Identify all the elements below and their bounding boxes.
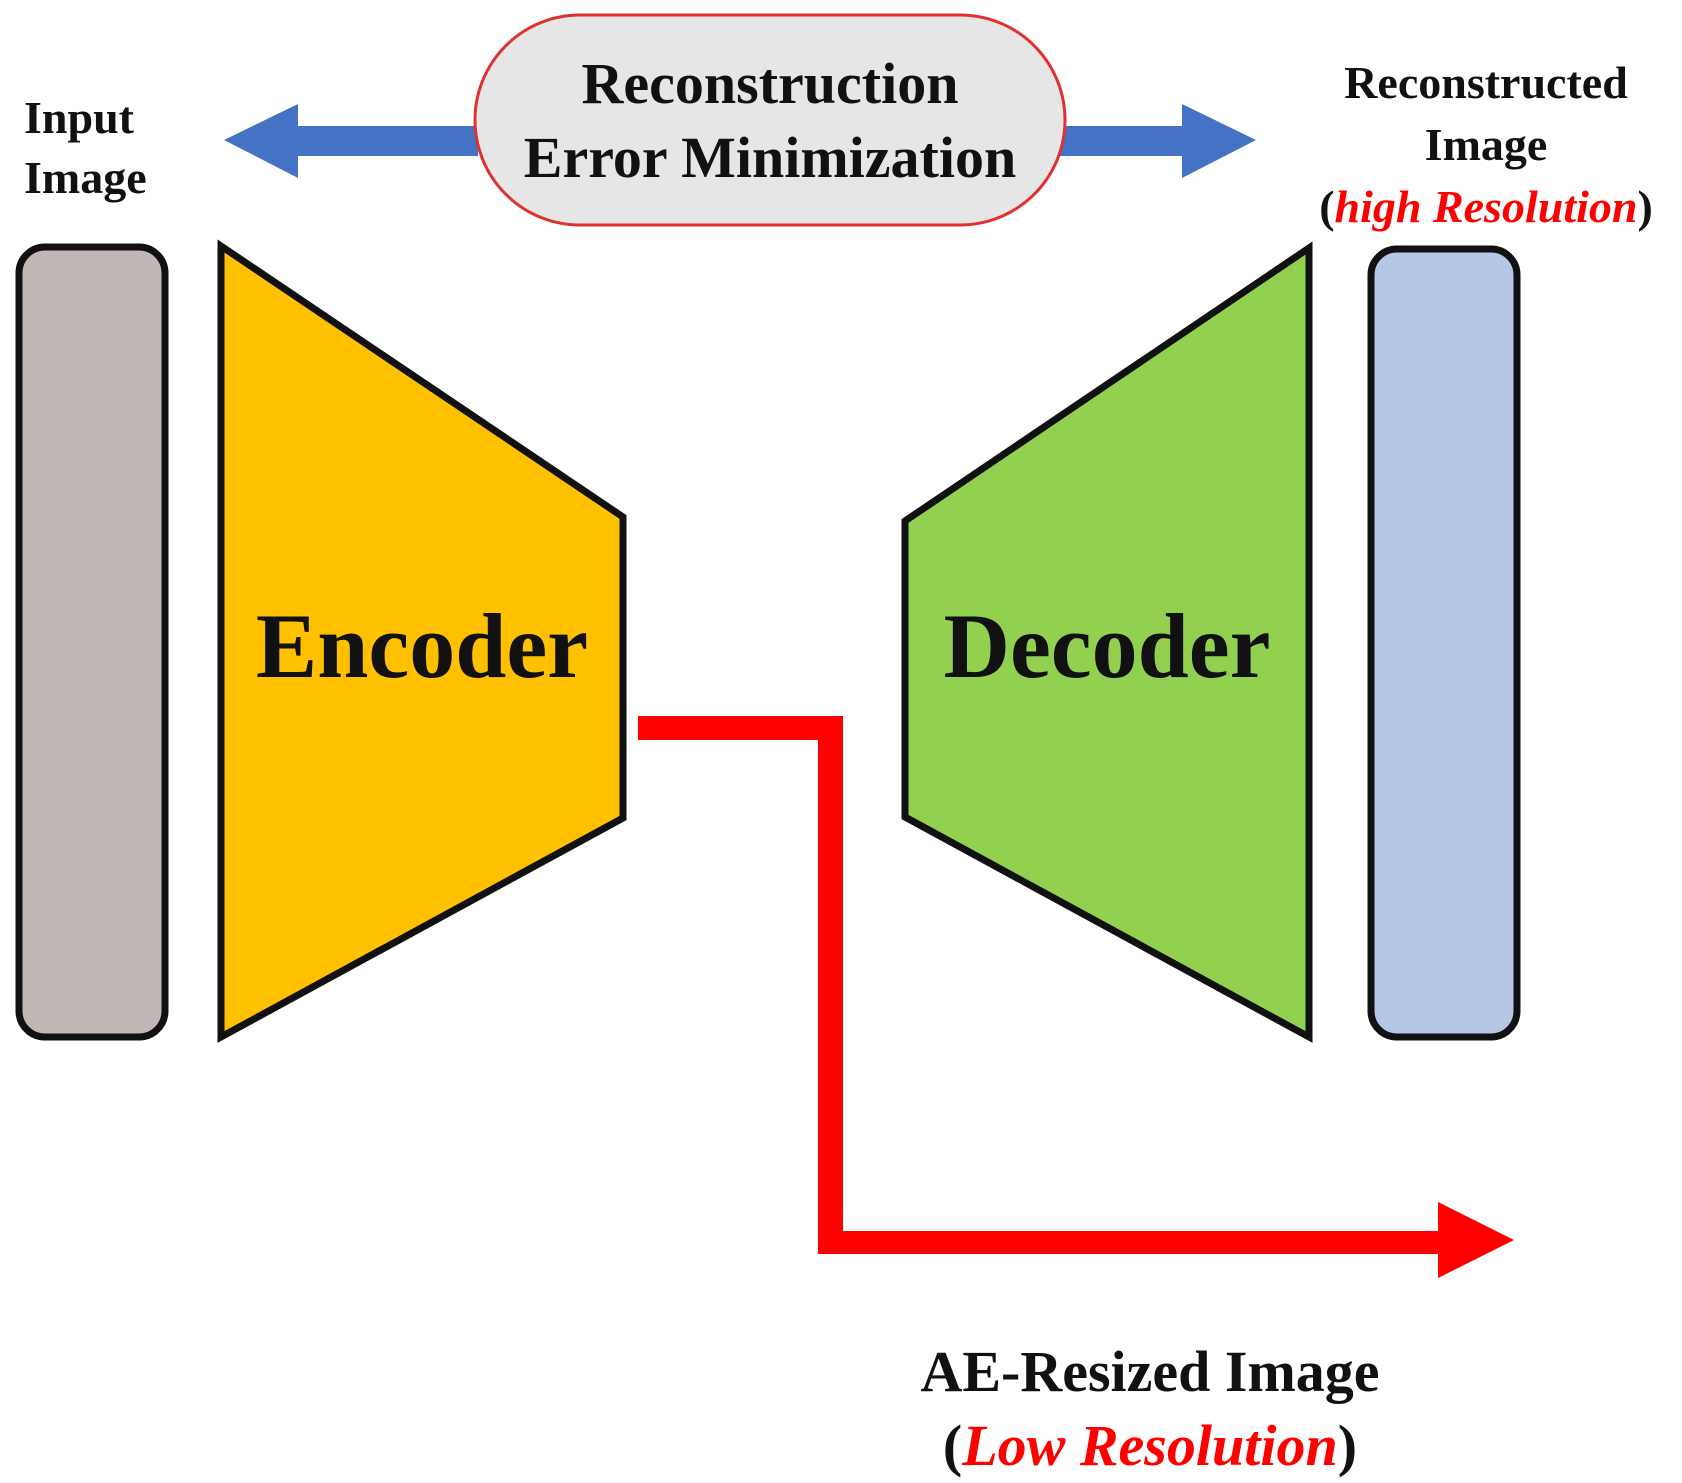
output-label-line1: AE-Resized Image — [920, 1339, 1380, 1404]
reconstruction-error-pill — [473, 13, 1067, 227]
recon-label-line2: Image — [1424, 119, 1548, 170]
input-label-line2: Image — [24, 152, 147, 203]
right-arrow-icon — [1060, 104, 1256, 178]
output-paren-open: ( — [942, 1413, 963, 1478]
error-label-line2: Error Minimization — [523, 125, 1017, 190]
output-paren-close: ) — [1337, 1413, 1358, 1478]
input-label-line1: Input — [24, 92, 134, 143]
output-resolution-line: (Low Resolution) — [850, 1409, 1450, 1483]
reconstructed-image-label: Reconstructed Image (high Resolution) — [1290, 52, 1682, 238]
reconstruction-error-label: Reconstruction Error Minimization — [475, 47, 1065, 195]
encoder-label: Encoder — [255, 595, 589, 697]
recon-label-line1: Reconstructed — [1344, 57, 1628, 108]
error-label-line1: Reconstruction — [581, 51, 959, 116]
input-image-label: Input Image — [24, 88, 147, 208]
recon-paren-close: ) — [1637, 181, 1653, 232]
decoder-label: Decoder — [943, 595, 1271, 697]
ae-resized-image-label: AE-Resized Image (Low Resolution) — [850, 1335, 1450, 1483]
recon-paren-open: ( — [1319, 181, 1335, 232]
recon-resolution-line: (high Resolution) — [1290, 176, 1682, 238]
decoder-block — [901, 241, 1313, 1043]
left-arrow-icon — [224, 104, 478, 178]
output-resolution-text: Low Resolution — [962, 1413, 1338, 1478]
recon-resolution-text: high Resolution — [1334, 181, 1638, 232]
encoder-block — [217, 239, 627, 1043]
input-image-block — [15, 243, 169, 1041]
reconstructed-image-block — [1367, 245, 1521, 1041]
